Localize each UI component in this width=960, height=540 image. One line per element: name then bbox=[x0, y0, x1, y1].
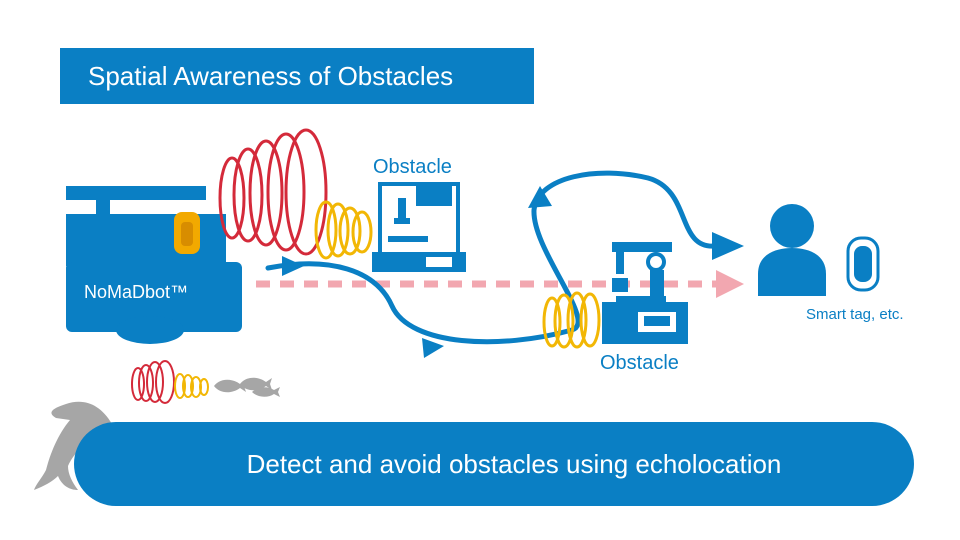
smart-tag-inner bbox=[854, 246, 872, 282]
obstacle-2-column bbox=[650, 270, 664, 300]
wave-red bbox=[266, 132, 306, 252]
dashed-arrow-head bbox=[716, 270, 744, 298]
echo-waves-yellow-2 bbox=[542, 291, 601, 349]
path-arrow-3 bbox=[528, 186, 552, 208]
fish-icon bbox=[214, 379, 246, 393]
wave-yellow bbox=[326, 202, 350, 258]
avoidance-path bbox=[265, 170, 744, 358]
person-head bbox=[770, 204, 814, 248]
obstacle-2-post-left bbox=[616, 250, 624, 274]
wave-yellow bbox=[579, 292, 601, 348]
page-title: Spatial Awareness of Obstacles bbox=[60, 48, 534, 104]
obstacle-2-beam bbox=[612, 242, 672, 252]
robot-body-lower bbox=[66, 262, 242, 332]
fish-school-icon bbox=[214, 377, 280, 397]
obstacle-1-arm bbox=[398, 198, 406, 220]
wave-yellow bbox=[542, 296, 562, 348]
robot-wheel bbox=[116, 316, 184, 344]
dolphin-icon bbox=[34, 401, 112, 490]
wave-red bbox=[146, 361, 164, 403]
wave-yellow bbox=[182, 374, 194, 398]
robot bbox=[66, 186, 242, 344]
echo-waves-yellow-1 bbox=[314, 200, 373, 260]
bottom-banner: Detect and avoid obstacles using echoloc… bbox=[74, 422, 914, 506]
obstacle-1-machine bbox=[372, 182, 466, 272]
wave-yellow bbox=[351, 210, 373, 254]
dolphin-sonar-waves bbox=[131, 360, 209, 404]
wave-red bbox=[284, 128, 328, 256]
wave-yellow bbox=[174, 373, 186, 399]
robot-body-upper bbox=[66, 214, 226, 266]
fish-icon bbox=[252, 387, 280, 397]
robot-post bbox=[96, 198, 110, 218]
robot-sensor-core bbox=[181, 222, 193, 246]
robot-name-label: NoMaDbot™ bbox=[84, 282, 189, 302]
obstacle-2-label: Obstacle bbox=[600, 352, 679, 374]
path-arrow-end bbox=[712, 232, 744, 260]
person-body bbox=[758, 248, 826, 296]
wave-red bbox=[248, 139, 284, 247]
person-icon bbox=[758, 204, 826, 296]
avoidance-path-line bbox=[265, 170, 719, 345]
obstacle-2-screen-inner bbox=[644, 316, 670, 326]
wave-yellow bbox=[314, 200, 338, 260]
smart-tag-icon bbox=[846, 236, 880, 292]
direct-path-dashed bbox=[256, 270, 744, 298]
obstacle-1-label: Obstacle bbox=[373, 156, 452, 178]
wave-yellow bbox=[566, 291, 588, 349]
obstacle-2-gripper bbox=[612, 278, 628, 292]
wave-yellow bbox=[199, 378, 209, 396]
smart-tag-outer bbox=[846, 236, 880, 292]
obstacle-2-machine bbox=[602, 242, 688, 344]
robot-sonar-waves-red bbox=[218, 128, 328, 256]
obstacle-2-base-top bbox=[616, 296, 666, 304]
wave-yellow bbox=[553, 293, 575, 349]
wave-yellow bbox=[338, 206, 362, 256]
obstacle-1-table bbox=[388, 236, 428, 242]
target-label: Smart tag, etc. bbox=[806, 306, 904, 323]
fish-icon bbox=[240, 377, 272, 391]
wave-red bbox=[138, 364, 154, 402]
path-arrow-1 bbox=[282, 256, 304, 276]
wave-red bbox=[131, 367, 145, 401]
wave-red bbox=[218, 156, 246, 240]
obstacle-2-joint bbox=[646, 252, 666, 272]
obstacle-1-tool bbox=[394, 218, 410, 224]
wave-red bbox=[155, 360, 175, 404]
path-arrow-2 bbox=[422, 338, 444, 358]
wave-red bbox=[232, 147, 264, 243]
obstacle-1-head bbox=[416, 184, 452, 206]
robot-top-plate bbox=[66, 186, 206, 200]
dolphin-body bbox=[34, 401, 112, 490]
obstacle-1-panel bbox=[426, 257, 452, 267]
